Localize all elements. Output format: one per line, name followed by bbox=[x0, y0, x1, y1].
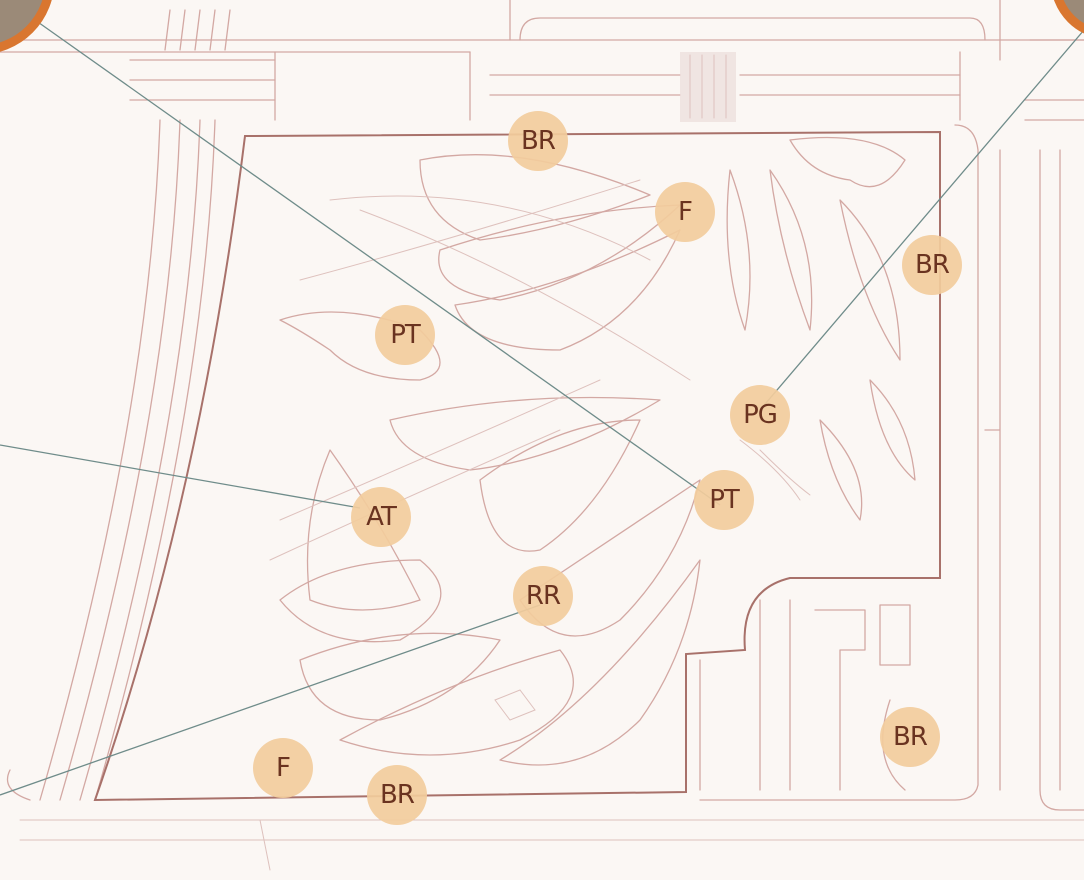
marker-pg[interactable]: PG bbox=[730, 385, 790, 445]
callout-line-at bbox=[0, 444, 361, 509]
callout-bubbles bbox=[0, 0, 1084, 52]
marker-label: F bbox=[276, 753, 290, 783]
callout-line-pg bbox=[759, 29, 1084, 411]
marker-pt-left[interactable]: PT bbox=[375, 305, 435, 365]
marker-label: BR bbox=[380, 780, 415, 810]
marker-at[interactable]: AT bbox=[351, 487, 411, 547]
marker-label: RR bbox=[526, 581, 561, 611]
marker-circle bbox=[655, 182, 715, 242]
marker-label: BR bbox=[893, 722, 928, 752]
marker-br-top[interactable]: BR bbox=[508, 111, 568, 171]
marker-f-top[interactable]: F bbox=[655, 182, 715, 242]
marker-circle bbox=[513, 566, 573, 626]
marker-pt-center[interactable]: PT bbox=[694, 470, 754, 530]
marker-rr[interactable]: RR bbox=[513, 566, 573, 626]
marker-circle bbox=[508, 111, 568, 171]
marker-br-right-top[interactable]: BR bbox=[902, 235, 962, 295]
marker-br-bottom[interactable]: BR bbox=[367, 765, 427, 825]
marker-circle bbox=[902, 235, 962, 295]
callout-lines bbox=[0, 19, 1084, 796]
garden-paths bbox=[269, 136, 916, 766]
marker-circle bbox=[253, 738, 313, 798]
marker-label: PT bbox=[390, 320, 421, 350]
photo-bubble-icon[interactable] bbox=[0, 0, 52, 52]
marker-f-bottom[interactable]: F bbox=[253, 738, 313, 798]
marker-label: F bbox=[678, 197, 692, 227]
marker-label: BR bbox=[915, 250, 950, 280]
callout-line-rr bbox=[0, 604, 541, 796]
marker-label: BR bbox=[521, 126, 556, 156]
marker-circle bbox=[351, 487, 411, 547]
marker-circle bbox=[694, 470, 754, 530]
marker-label: AT bbox=[366, 502, 397, 532]
callout-line-pt bbox=[34, 19, 721, 506]
photo-bubble-icon[interactable] bbox=[1053, 0, 1084, 35]
marker-circle bbox=[375, 305, 435, 365]
marker-layer: BR F BR PT PG AT PT RR BR F BR bbox=[253, 111, 962, 825]
marker-circle bbox=[880, 707, 940, 767]
marker-circle bbox=[730, 385, 790, 445]
marker-label: PT bbox=[709, 485, 740, 515]
marker-br-right-bottom[interactable]: BR bbox=[880, 707, 940, 767]
marker-circle bbox=[367, 765, 427, 825]
marker-label: PG bbox=[743, 400, 777, 430]
park-boundary bbox=[93, 130, 941, 802]
